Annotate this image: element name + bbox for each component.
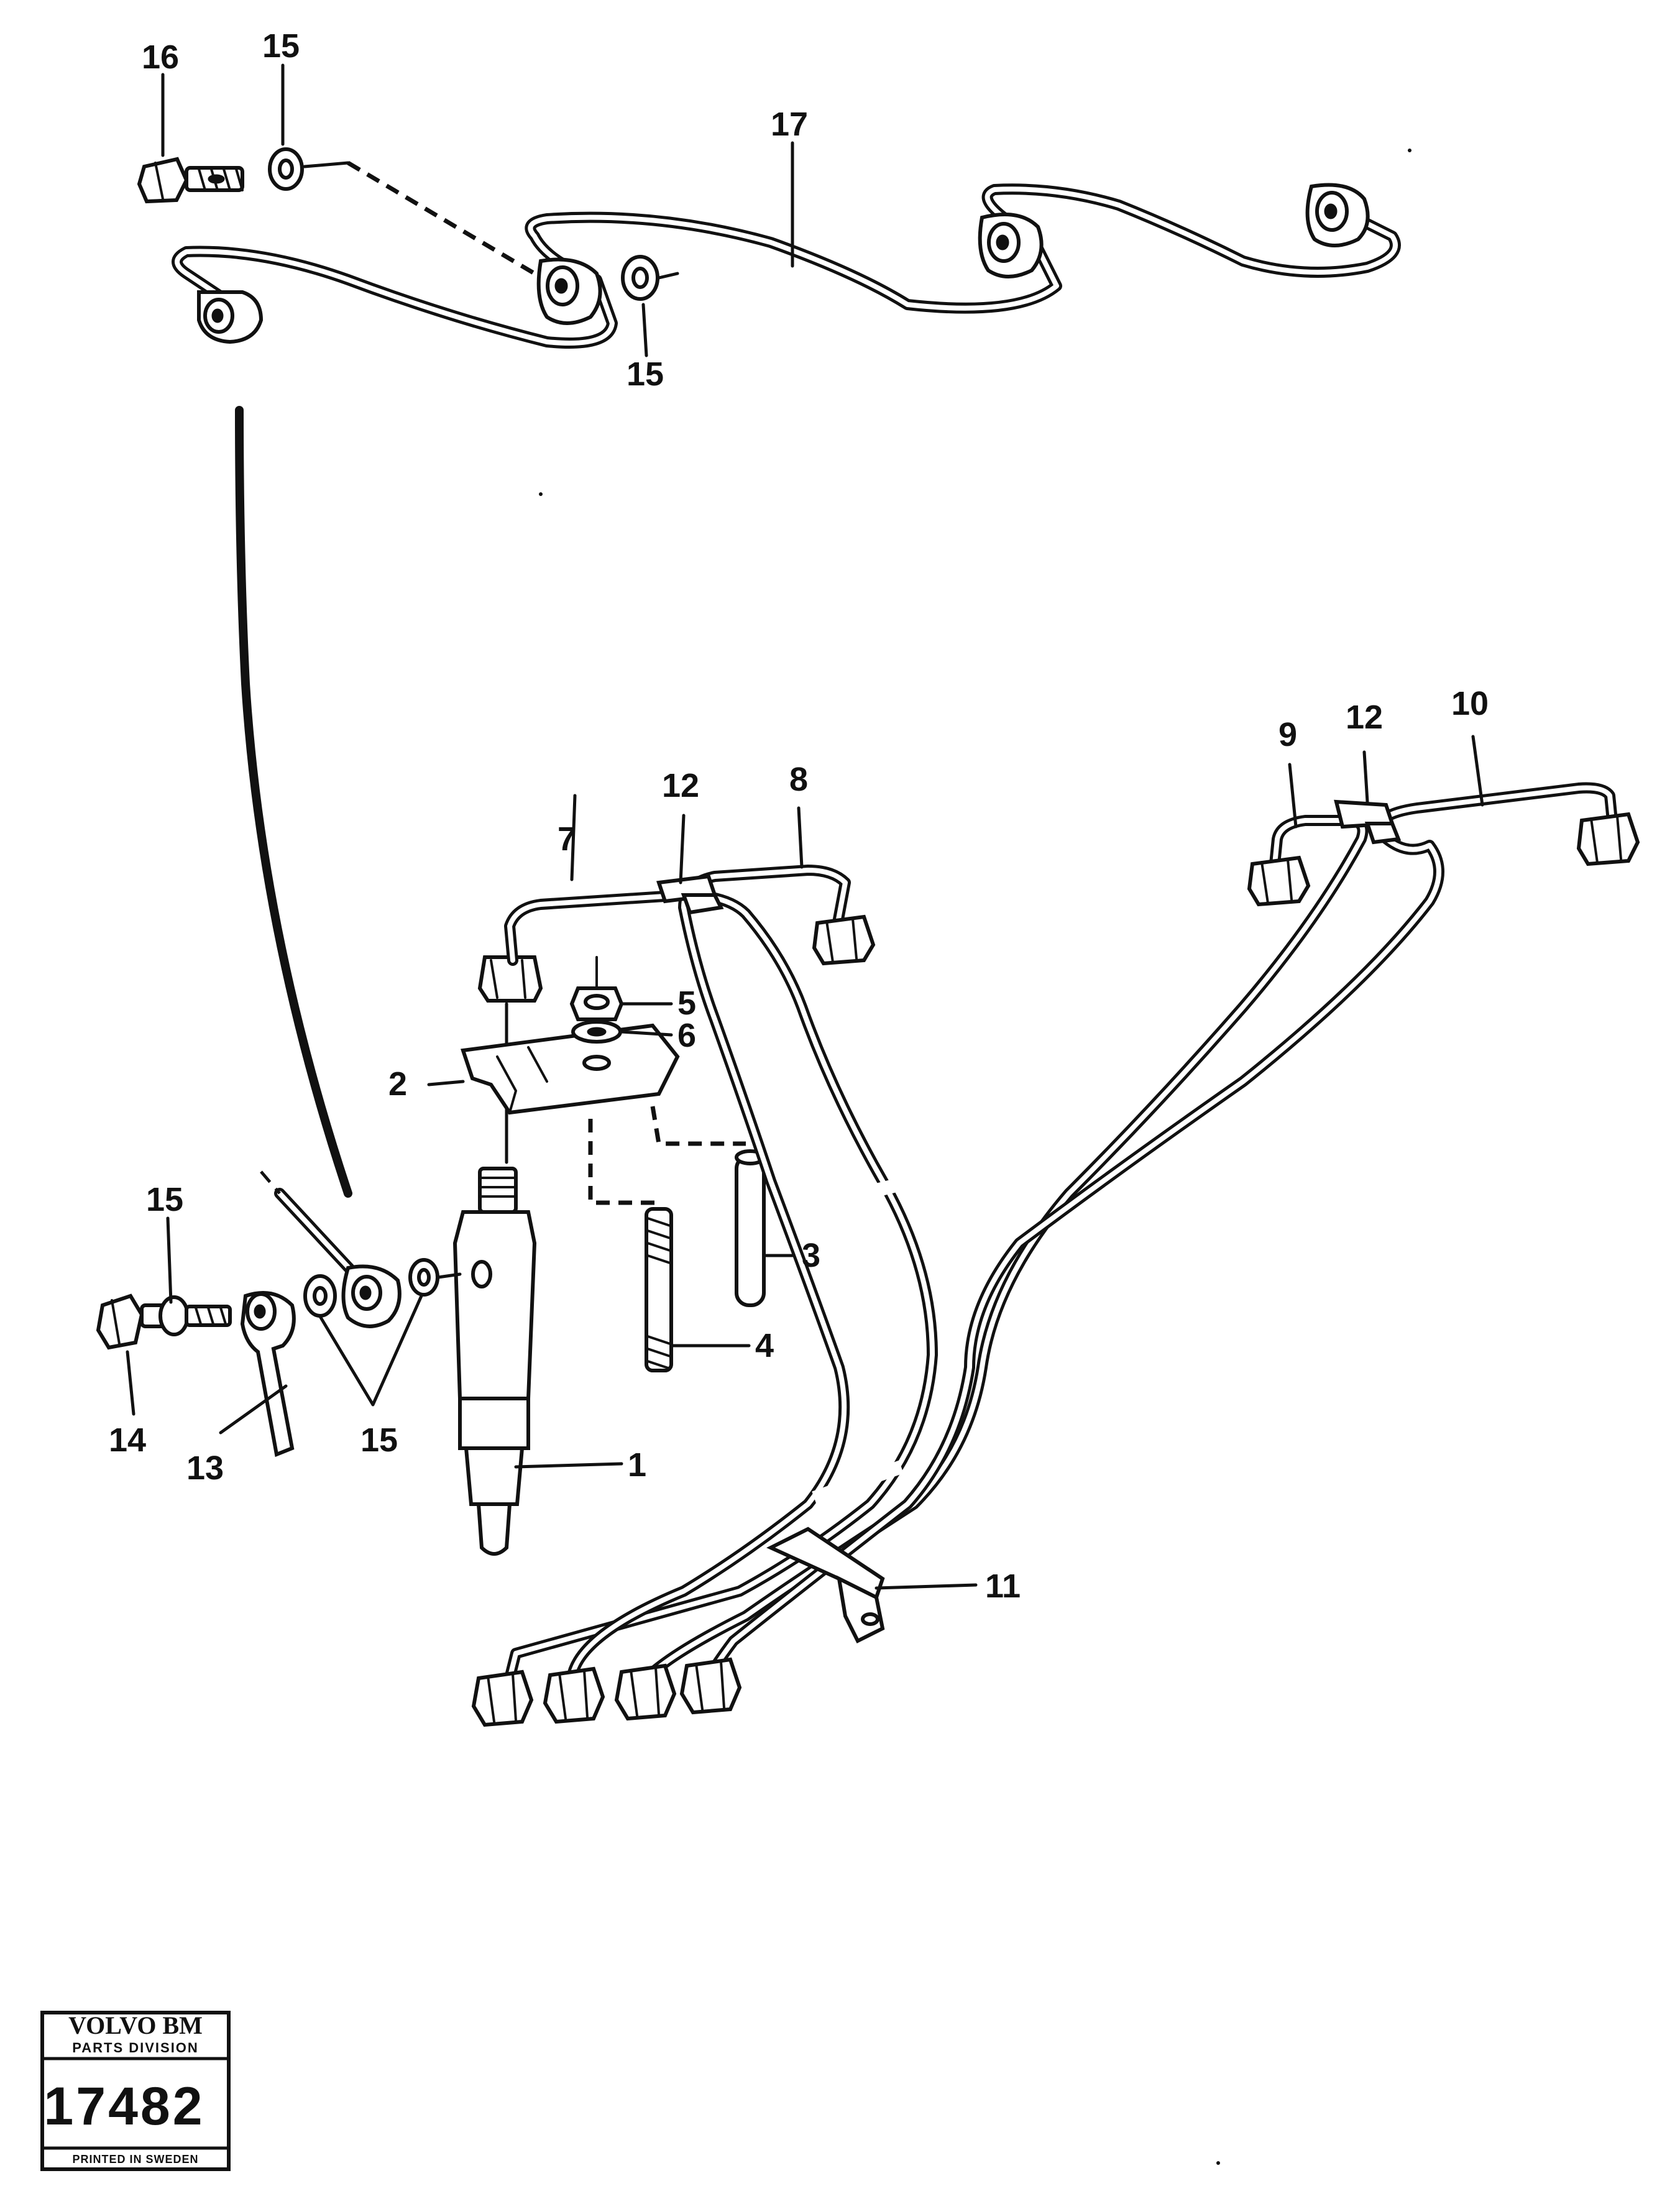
callout-15-top-left: 15 [262,27,300,65]
banjo-eye-3 [978,213,1044,278]
stamp-number: 17482 [44,2077,204,2136]
bracket-washer [571,1020,622,1044]
callout-15-injector-bottom: 15 [360,1421,398,1459]
callout-2: 2 [388,1065,407,1103]
callout-10: 10 [1451,685,1489,722]
callout-3: 3 [802,1237,820,1274]
callout-9: 9 [1278,716,1297,753]
pressure-pipes [471,782,1640,1727]
return-pipe-assembly [137,147,1401,349]
stamp-printed: PRINTED IN SWEDEN [72,2153,198,2165]
banjo-bolt-injector [96,1293,232,1350]
bracket-nut [569,986,624,1021]
callout-1: 1 [628,1446,646,1484]
callout-13: 13 [186,1449,224,1487]
pipe-nut-bottom-3 [614,1663,677,1721]
guide-pin [735,1149,766,1307]
stamp-division: PARTS DIVISION [72,2040,199,2055]
volvo-bm-stamp: VOLVO BM PARTS DIVISION 17482 PRINTED IN… [40,2011,231,2171]
pipe-nut-injector [477,955,543,1003]
callout-6: 6 [677,1017,696,1054]
injector-body [452,1167,537,1556]
callout-7: 7 [558,820,576,858]
banjo-bolt-top [137,157,244,204]
sealing-washer-top-middle [621,255,659,301]
banjo-eye-injector [240,1291,296,1458]
callout-16: 16 [142,39,179,76]
reference-curve [235,406,352,1198]
callout-14: 14 [109,1421,146,1459]
banjo-eye-2 [536,257,602,325]
callout-15-injector-left: 15 [146,1181,183,1218]
sealing-washer-injector-1 [303,1274,337,1318]
callout-17: 17 [771,106,808,143]
callout-12-left: 12 [662,767,699,804]
sealing-washer-injector-2 [408,1258,439,1297]
sealing-washer-top-left [268,147,304,191]
pipe-nut-9 [1247,855,1311,907]
callout-12-right: 12 [1346,699,1383,736]
callout-8: 8 [789,761,808,798]
pipe-nut-bottom-4 [679,1657,742,1715]
banjo-eye-4 [1305,183,1370,247]
leak-off-banjo [260,1170,402,1328]
pipe-clamp-12-left [656,874,724,915]
pipe-nut-bottom-1 [471,1669,534,1727]
callout-11: 11 [985,1568,1021,1605]
pressure-pipe-7 [504,889,938,1684]
banjo-eye-1 [197,290,264,344]
callout-15-top-middle: 15 [627,356,664,393]
pipe-break-marks [812,1174,1034,1505]
pipe-nut-8 [812,914,876,966]
leader-lines-top [161,63,794,357]
callout-5: 5 [677,985,696,1022]
pipe-nut-10 [1576,812,1640,866]
leader-lines [126,735,1484,1590]
pipe-nut-bottom-2 [543,1666,605,1724]
injector-assembly [96,955,766,1556]
stud [645,1207,673,1372]
pipe-clamp-11 [766,1527,885,1644]
scan-specks [539,149,1411,2165]
stamp-brand: VOLVO BM [68,2011,203,2039]
injector-bracket [461,1023,680,1115]
callout-4: 4 [755,1327,774,1364]
pipe-clamp-12-right [1334,799,1402,845]
callout-labels: 16 15 17 15 7 12 8 9 12 10 5 6 2 15 3 4 … [109,27,1489,1605]
leak-off-pipe [172,183,1401,349]
